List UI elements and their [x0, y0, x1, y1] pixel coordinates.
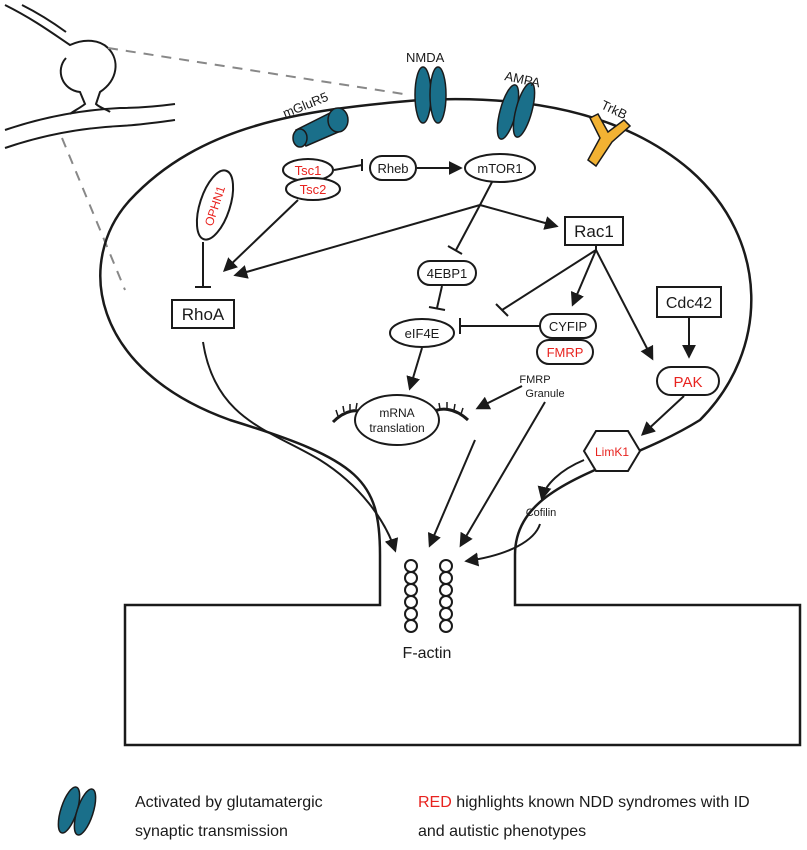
rhoa-label: RhoA: [182, 305, 225, 324]
nmda-receptor: [414, 66, 447, 124]
cdc42-label: Cdc42: [666, 295, 712, 312]
4ebp1-node: [417, 260, 477, 286]
fmrp-node: [536, 339, 594, 365]
neuron-inset-sketch: [4, 4, 176, 149]
eif4e-label: eIF4E: [405, 326, 440, 341]
f-actin-filaments: [404, 559, 453, 633]
legend-red-word: RED: [418, 794, 452, 811]
zoom-guide-lines: [61, 47, 411, 291]
mrna-strand-ticks: [335, 402, 464, 417]
cofilin-label: Cofilin: [526, 507, 557, 519]
eif4e-node: [389, 318, 455, 348]
fmrp-granule-label-line1: FMRP: [519, 374, 550, 386]
limk1-node: [582, 430, 642, 472]
rhoa-node: [171, 299, 235, 329]
rheb-label: Rheb: [377, 161, 408, 176]
tsc2-label: Tsc2: [300, 182, 327, 197]
tsc2-node: [285, 177, 341, 201]
legend-receptor-icon: [57, 786, 97, 836]
trkb-label: TrkB: [599, 97, 630, 122]
legend-receptor-line2: synaptic transmission: [135, 823, 288, 840]
legend-red-line1: RED highlights known NDD syndromes with …: [418, 794, 750, 811]
mrna-label-line1: mRNA: [379, 406, 414, 420]
trkb-receptor: [587, 113, 632, 168]
pak-node: [656, 366, 720, 396]
nmda-label: NMDA: [406, 50, 445, 65]
rac1-label: Rac1: [574, 222, 614, 241]
ophn1-node: [195, 169, 235, 241]
mrna-label-line2: translation: [369, 421, 424, 435]
limk1-label: LimK1: [595, 445, 629, 459]
mtor1-node: [464, 153, 536, 183]
pak-label: PAK: [674, 374, 703, 391]
f-actin-label: F-actin: [403, 645, 452, 662]
tsc1-label: Tsc1: [295, 163, 322, 178]
mglur5-receptor: [292, 107, 349, 148]
mtor1-label: mTOR1: [477, 161, 522, 176]
fmrp-granule-label-line2: Granule: [525, 388, 564, 400]
4ebp1-label: 4EBP1: [427, 266, 467, 281]
legend-receptor-line1: Activated by glutamatergic: [135, 794, 323, 811]
rheb-node: [369, 155, 417, 181]
ampa-label: AMPA: [503, 68, 542, 90]
dendritic-spine-outline: [99, 97, 802, 747]
legend-red-line1-rest: highlights known NDD syndromes with ID: [452, 794, 750, 811]
mrna-translation-node: [354, 394, 440, 446]
cdc42-node: [656, 286, 722, 318]
cyfip-label: CYFIP: [549, 319, 587, 334]
ampa-receptor: [496, 82, 536, 140]
legend-red-line2: and autistic phenotypes: [418, 823, 586, 840]
pathway-connections: [195, 159, 696, 567]
fmrp-label: FMRP: [547, 345, 584, 360]
rac1-node: [564, 216, 624, 246]
